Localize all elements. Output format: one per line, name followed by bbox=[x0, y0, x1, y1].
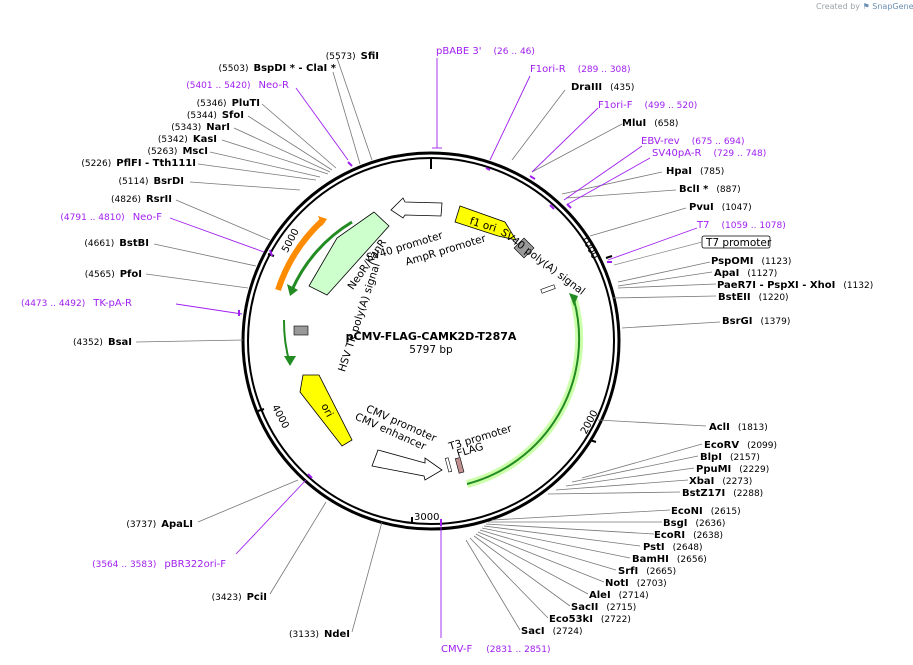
flag-tag bbox=[454, 457, 465, 474]
enzyme-label-draiii: DraIII(435) bbox=[571, 82, 634, 93]
enzyme-label-apai: ApaI(1127) bbox=[714, 268, 777, 279]
primer-label-f1ori-f: F1ori-F(499 .. 520) bbox=[598, 100, 697, 111]
enzyme-label-srfi: SrfI(2665) bbox=[618, 566, 676, 577]
enzyme-label-saci: SacI(2724) bbox=[521, 626, 583, 637]
gray-diamond bbox=[513, 237, 535, 259]
enzyme-label-sacii: SacII(2715) bbox=[571, 602, 636, 613]
enzyme-label-apali: (3737)ApaLI bbox=[126, 519, 193, 530]
enzyme-label-bsai: (4352)BsaI bbox=[73, 337, 132, 348]
enzyme-label-bamhi: BamHI(2656) bbox=[632, 554, 707, 565]
t7-promoter-connector bbox=[613, 241, 703, 266]
primer-label-pbabe3: pBABE 3'(26 .. 46) bbox=[436, 46, 535, 57]
enzyme-label-mlui: MluI(658) bbox=[622, 118, 678, 129]
tick-mark-2000 bbox=[589, 439, 597, 443]
enzyme-label-ecorv: EcoRV(2099) bbox=[704, 440, 777, 451]
enzyme-label-alei: AleI(2714) bbox=[589, 590, 649, 601]
enzyme-label-bsteii: BstEII(1220) bbox=[718, 292, 789, 303]
enzyme-label-bstz17i: BstZ17I(2288) bbox=[682, 488, 763, 499]
enzyme-label-pflfi: (5226)PflFI - Tth111I bbox=[81, 158, 196, 169]
enzyme-label-ppumi: PpuMI(2229) bbox=[696, 464, 769, 475]
feature-label-ori: ori bbox=[318, 402, 335, 420]
enzyme-label-hpai: HpaI(785) bbox=[666, 166, 724, 177]
enzyme-label-kasi: (5342)KasI bbox=[158, 134, 217, 145]
primer-label-neo-r: (5401 .. 5420)Neo-R bbox=[186, 80, 289, 91]
tick-mark-1000 bbox=[605, 255, 613, 259]
plasmid-size: 5797 bp bbox=[409, 344, 453, 356]
ori-block bbox=[299, 374, 353, 447]
enzyme-label-pvui: PvuI(1047) bbox=[689, 202, 752, 213]
enzyme-label-xbai: XbaI(2273) bbox=[689, 476, 752, 487]
enzyme-label-bsrgi: BsrGI(1379) bbox=[722, 316, 790, 327]
orange-arc-head bbox=[318, 216, 327, 226]
primer-label-neo-f: (4791 .. 4810)Neo-F bbox=[60, 212, 162, 223]
enzyme-labels-right: DraIII(435) MluI(658) HpaI(785) BclI *(8… bbox=[521, 82, 873, 637]
enzyme-label-sfoi: (5344)SfoI bbox=[187, 110, 244, 121]
t7-small-arrow bbox=[540, 284, 556, 294]
enzyme-label-pspomi: PspOMI(1123) bbox=[711, 256, 791, 267]
gray-box-left bbox=[293, 325, 309, 336]
enzyme-label-paer7i: PaeR7I - PspXI - XhoI(1132) bbox=[717, 280, 873, 291]
feature-orange-arc bbox=[275, 217, 326, 291]
enzyme-label-eco53ki: Eco53kI(2722) bbox=[549, 614, 631, 625]
enzyme-label-ndei: (3133)NdeI bbox=[289, 629, 350, 640]
enzyme-label-pfoi: (4565)PfoI bbox=[85, 269, 142, 280]
enzyme-label-pluti: (5346)PluTI bbox=[197, 98, 260, 109]
enzyme-label-blpi: BlpI(2157) bbox=[700, 452, 760, 463]
snapgene-watermark: Created by ⚑ SnapGene bbox=[816, 2, 913, 11]
neo-kanr-block bbox=[308, 211, 390, 296]
enzyme-label-pcii: (3423)PciI bbox=[212, 592, 267, 603]
enzyme-label-bcli: BclI *(887) bbox=[679, 184, 741, 195]
primer-lines bbox=[169, 58, 698, 638]
enzyme-label-nari: (5343)NarI bbox=[171, 122, 230, 133]
tick-mark-4000 bbox=[257, 408, 265, 412]
enzyme-label-msci: (5263)MscI bbox=[148, 146, 209, 157]
enzyme-label-noti: NotI(2703) bbox=[605, 578, 667, 589]
sv40-polya-head bbox=[569, 293, 578, 306]
enzyme-label-ecori: EcoRI(2638) bbox=[654, 530, 723, 541]
enzyme-label-sfii: (5573)SfiI bbox=[326, 51, 379, 62]
tick-label-2000: 2000 bbox=[579, 409, 601, 437]
primer-label-cmv-f: CMV-F(2831 .. 2851) bbox=[441, 644, 551, 655]
enzyme-label-bstbi: (4661)BstBI bbox=[84, 238, 149, 249]
feature-neo-outer-arrow bbox=[290, 220, 353, 291]
enzyme-label-bspdi-clai: (5503)BspDI * - ClaI * bbox=[219, 63, 337, 74]
t3-tag bbox=[444, 457, 453, 473]
tick-label-1000: 1000 bbox=[578, 233, 600, 261]
tick-label-4000: 4000 bbox=[269, 403, 291, 431]
tick-label-3000: 3000 bbox=[414, 512, 439, 523]
leader-lines bbox=[135, 57, 721, 633]
primer-markers bbox=[238, 161, 612, 526]
primer-label-ebv-rev: EBV-rev(675 .. 694) bbox=[641, 136, 745, 147]
neo-outer-head bbox=[287, 284, 298, 296]
enzyme-label-acli: AclI(1813) bbox=[709, 422, 768, 433]
primer-label-f1ori-r: F1ori-R(289 .. 308) bbox=[530, 64, 631, 75]
enzyme-label-bsrdi: (5114)BsrDI bbox=[119, 176, 184, 187]
sv40-promoter-arrow bbox=[390, 197, 443, 219]
enzyme-label-bsgi: BsgI(2636) bbox=[663, 518, 725, 529]
cmv-enhancer-arrow bbox=[371, 449, 443, 481]
t7-promoter-box-label: T7 promoter bbox=[705, 237, 772, 249]
enzyme-label-econi: EcoNI(2615) bbox=[671, 506, 741, 517]
f1-ori-block bbox=[454, 205, 517, 241]
plasmid-name: pCMV-FLAG-CAMK2D-T287A bbox=[346, 330, 517, 343]
primer-labels: pBABE 3'(26 .. 46) F1ori-R(289 .. 308) F… bbox=[21, 46, 786, 655]
primer-label-tk-pa-r: (4473 .. 4492)TK-pA-R bbox=[21, 298, 132, 309]
primer-label-t7: T7(1059 .. 1078) bbox=[696, 220, 786, 231]
backbone-outer bbox=[241, 151, 621, 531]
primer-label-pbr322ori-f: (3564 .. 3583)pBR322ori-F bbox=[92, 559, 226, 570]
primer-label-sv40pa-r: SV40pA-R(729 .. 748) bbox=[652, 148, 766, 159]
feature-sv40-polya-arrow bbox=[466, 299, 581, 485]
enzyme-label-rsrii: (4826)RsrII bbox=[111, 194, 172, 205]
hsv-tk-head bbox=[284, 356, 296, 366]
feature-label-sv40-polya: SV40 poly(A) signal bbox=[498, 226, 587, 297]
enzyme-label-psti: PstI(2648) bbox=[643, 542, 703, 553]
enzyme-labels-left: (5573)SfiI (5503)BspDI * - ClaI * (5346)… bbox=[73, 51, 379, 640]
